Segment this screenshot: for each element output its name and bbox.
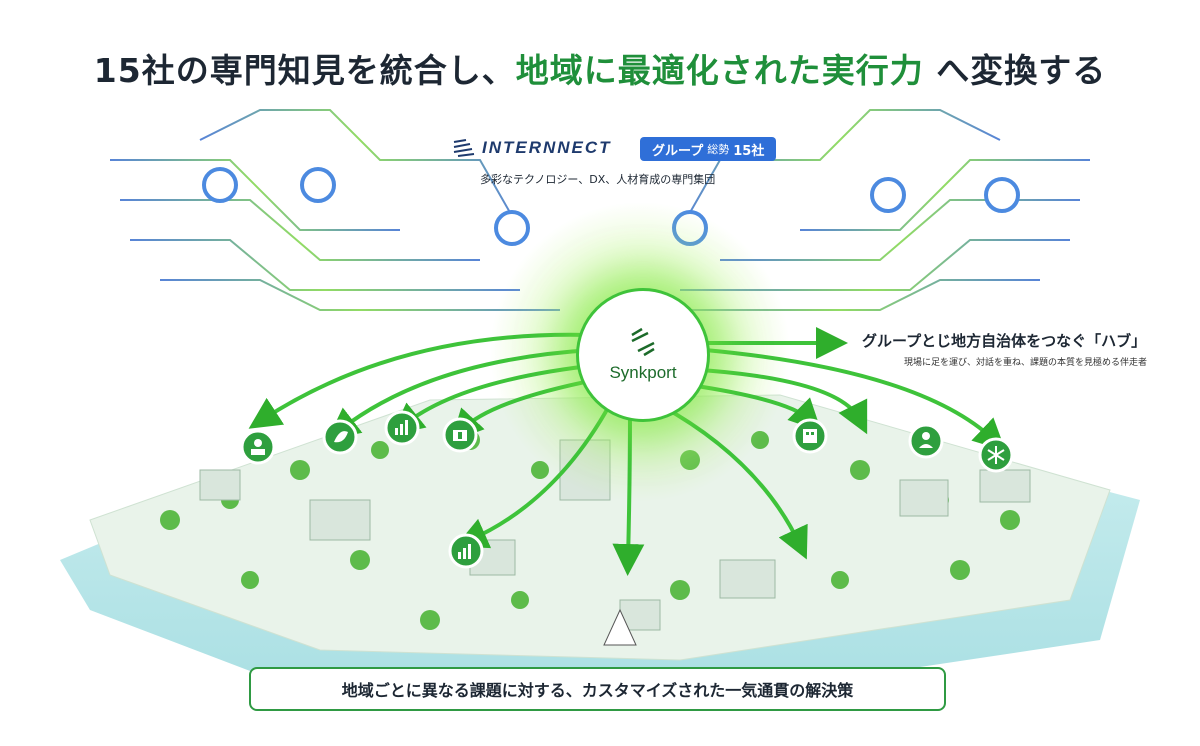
headline-part2: へ変換する bbox=[923, 51, 1107, 90]
synkport-logo-icon bbox=[631, 327, 655, 357]
circuit-nodes bbox=[202, 167, 1020, 246]
solution-banner: 地域ごとに異なる課題に対する、カスタマイズされた一気通貫の解決策 bbox=[249, 667, 946, 711]
headline-part1: 15社の専門知見を統合し、 bbox=[93, 51, 516, 90]
internnect-logo-icon bbox=[453, 139, 475, 157]
hub-caption: グループとじ地方自治体をつなぐ「ハブ」 bbox=[862, 332, 1147, 350]
brand-name: INTERNNECT bbox=[482, 138, 612, 157]
badge-label: グループ bbox=[652, 143, 704, 159]
group-badge: グループ 総勢 15社 bbox=[640, 137, 777, 161]
synkport-hub: Synkport bbox=[576, 288, 710, 422]
city-island bbox=[60, 394, 1140, 700]
tagline: 多彩なテクノロジー、DX、人材育成の専門集団 bbox=[480, 173, 716, 186]
headline: 15社の専門知見を統合し、地域に最適化された実行力 へ変換する bbox=[0, 44, 1200, 92]
badge-count: 15社 bbox=[733, 143, 765, 159]
hub-subcaption: 現場に足を運び、対話を重ね、課題の本質を見極める伴走者 bbox=[904, 358, 1148, 368]
internnect-brand: INTERNNECT bbox=[452, 138, 612, 158]
badge-total-label: 総勢 bbox=[707, 143, 730, 156]
headline-accent: 地域に最適化された実行力 bbox=[515, 51, 924, 90]
hub-name: Synkport bbox=[609, 363, 677, 382]
